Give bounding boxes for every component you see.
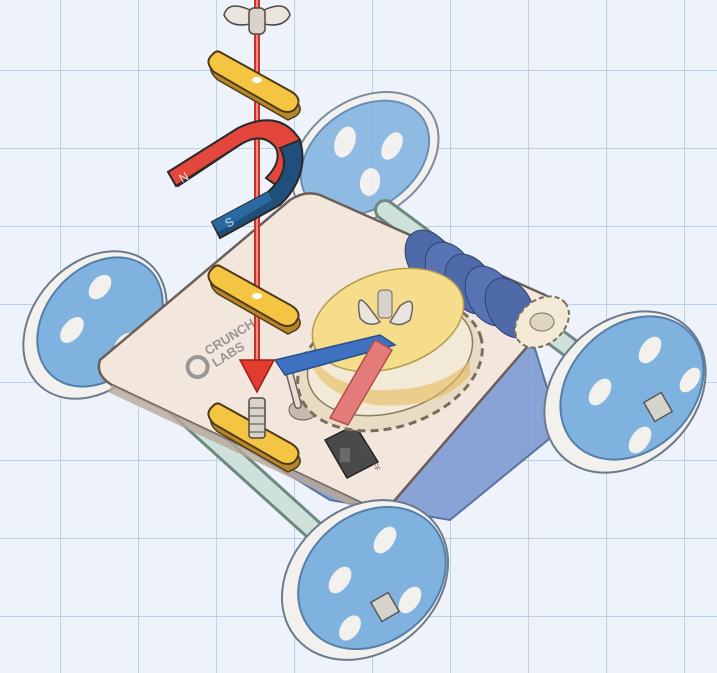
screw-post: [249, 398, 265, 438]
